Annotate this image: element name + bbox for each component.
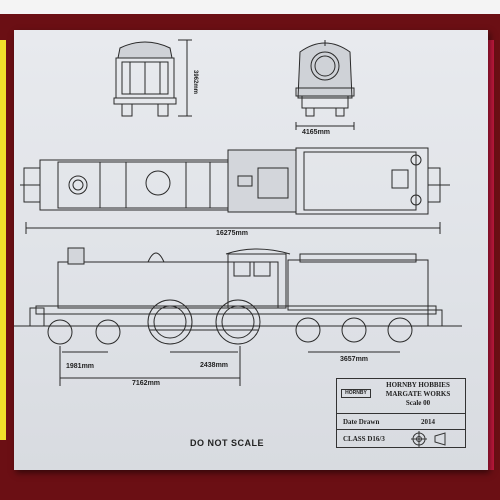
title-heading: HORNBY HOBBIES MARGATE WORKS Scale 00 [373,381,463,408]
class-label: CLASS D16/3 [343,435,385,443]
rear-elevation [113,39,192,117]
works-name: MARGATE WORKS [385,390,451,398]
title-block: HORNBY HORNBY HOBBIES MARGATE WORKS Scal… [336,378,466,448]
class-row: CLASS D16/3 [337,429,465,448]
front-elevation [295,40,355,130]
tender-dimension: 3657mm [340,356,369,363]
width-dimension: 4165mm [302,129,331,136]
side-elevation [14,247,462,386]
plan-view [20,147,450,234]
overall-length-dimension: 16275mm [216,230,248,237]
scale-label: Scale 00 [405,399,431,407]
company-name: HORNBY HOBBIES [386,381,450,389]
wheel-spacing-a: 1981mm [66,363,95,370]
date-value: 2014 [421,418,435,426]
top-light-strip [0,0,500,14]
left-yellow-edge [0,40,6,440]
base-dimension: 7162mm [132,380,161,387]
date-label: Date Drawn [343,418,380,426]
date-row: Date Drawn 2014 [337,413,465,430]
do-not-scale-note: DO NOT SCALE [190,438,265,448]
projection-symbol-icon [411,431,446,447]
height-dimension: 3962mm [192,70,198,95]
hornby-logo: HORNBY [341,389,371,398]
wheel-spacing-b: 2438mm [200,362,229,369]
drawing-sheet [14,30,488,470]
box-right-edge [486,40,494,470]
